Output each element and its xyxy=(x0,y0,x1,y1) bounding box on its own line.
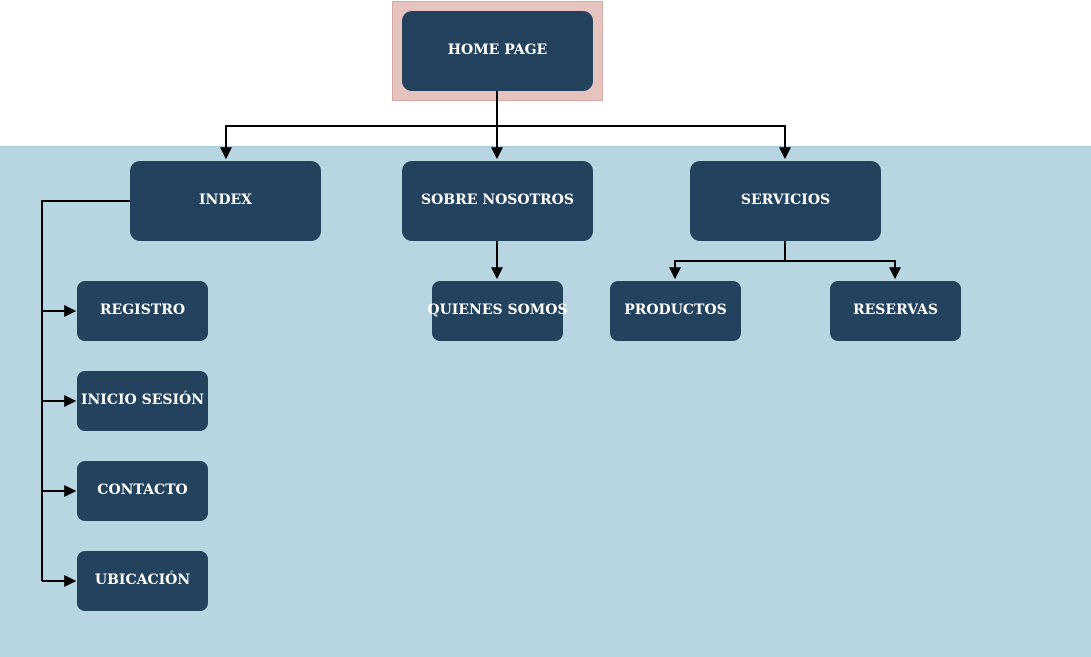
servicios-label: SERVICIOS xyxy=(740,192,831,209)
inicio-sesion-node: INICIO SESIÓN xyxy=(77,371,208,431)
inicio-sesion-label: INICIO SESIÓN xyxy=(80,392,205,409)
productos-label: PRODUCTOS xyxy=(624,302,727,319)
index-label: INDEX xyxy=(198,192,253,209)
reservas-node: RESERVAS xyxy=(830,281,961,341)
index-node: INDEX xyxy=(130,161,321,241)
ubicacion-node: UBICACIÓN xyxy=(77,551,208,611)
quienes-somos-node: QUIENES SOMOS xyxy=(427,281,568,341)
registro-node: REGISTRO xyxy=(77,281,208,341)
home-page-label: HOME PAGE xyxy=(447,42,548,59)
contacto-label: CONTACTO xyxy=(97,482,188,499)
ubicacion-label: UBICACIÓN xyxy=(94,572,191,589)
contacto-node: CONTACTO xyxy=(77,461,208,521)
reservas-label: RESERVAS xyxy=(853,302,938,319)
sobre-nosotros-node: SOBRE NOSOTROS xyxy=(402,161,593,241)
quienes-somos-label: QUIENES SOMOS xyxy=(427,302,568,319)
sobre-nosotros-label: SOBRE NOSOTROS xyxy=(421,192,574,209)
servicios-node: SERVICIOS xyxy=(690,161,881,241)
home-page-node: HOME PAGE xyxy=(402,11,593,91)
productos-node: PRODUCTOS xyxy=(610,281,741,341)
registro-label: REGISTRO xyxy=(99,302,186,319)
